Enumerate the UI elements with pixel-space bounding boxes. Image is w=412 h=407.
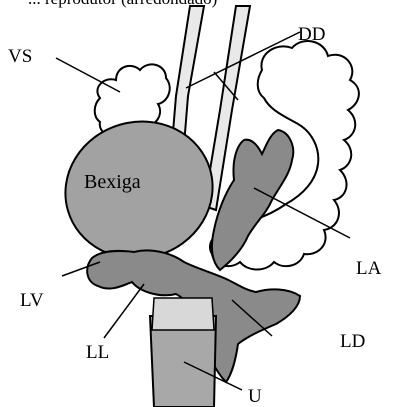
- urethra-collar: [152, 298, 214, 330]
- label-vs: VS: [8, 46, 32, 67]
- label-u: U: [248, 386, 262, 407]
- label-ll: LL: [86, 342, 109, 363]
- leader-vs: [56, 58, 120, 92]
- label-ld: LD: [340, 331, 365, 352]
- leader-ll: [104, 284, 144, 338]
- label-lv: LV: [20, 290, 44, 311]
- label-la: LA: [356, 258, 382, 279]
- label-bexiga: Bexiga: [84, 171, 141, 193]
- label-dd: DD: [298, 24, 325, 45]
